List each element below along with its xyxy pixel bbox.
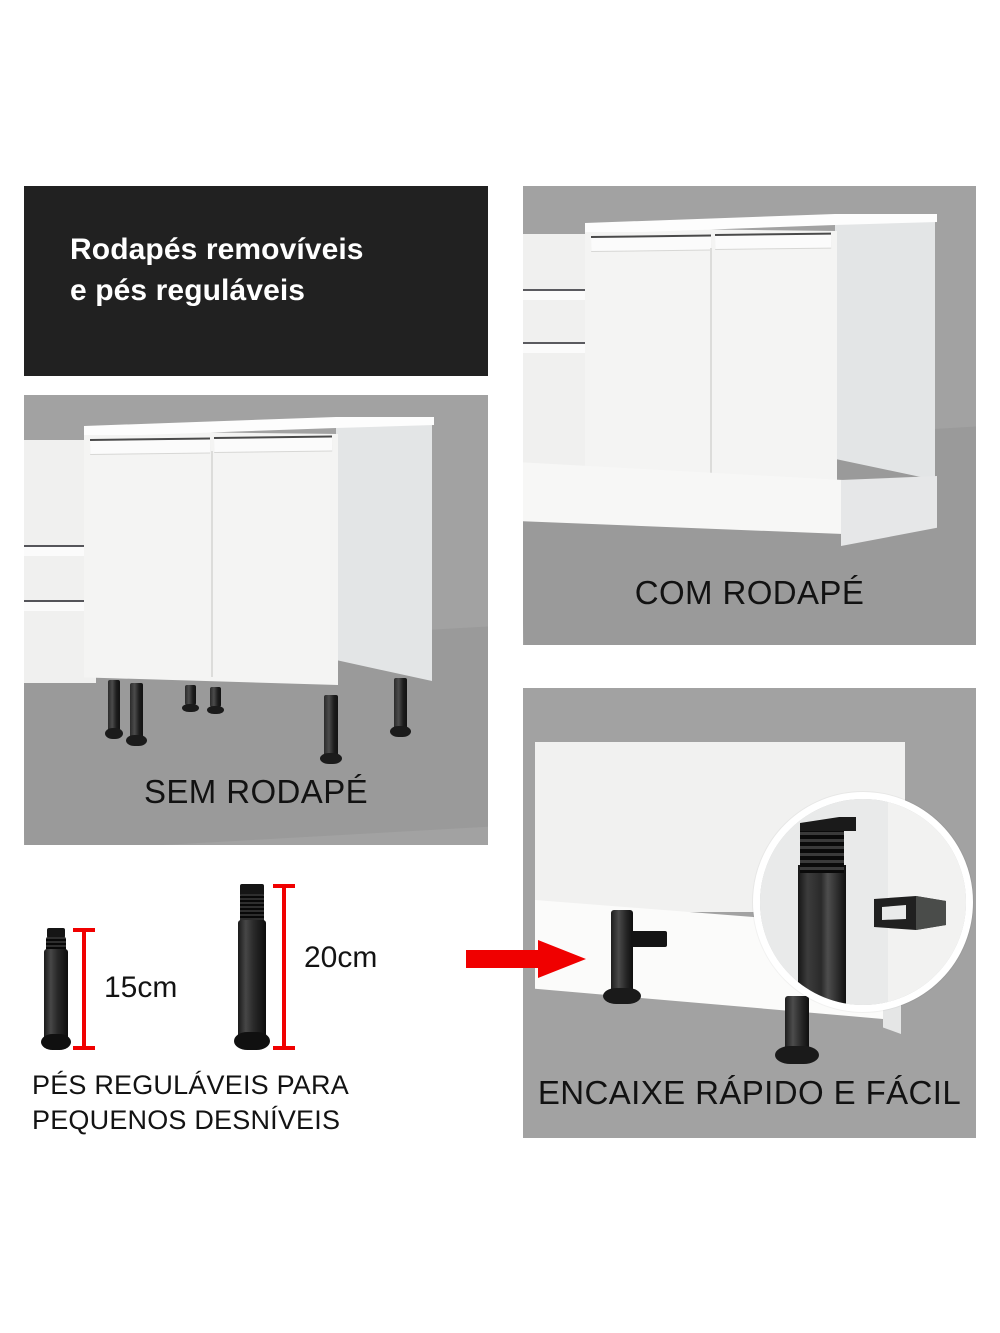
leg-20cm-base: [234, 1032, 270, 1050]
leg-20cm-graphic: [234, 884, 270, 1050]
magnified-clip-bracket: [872, 895, 948, 931]
leg-front-shaft: [611, 910, 633, 996]
magnified-leg-shaft: [798, 865, 846, 1005]
leg-front-foot: [603, 988, 641, 1004]
title-line-2: e pés reguláveis: [70, 273, 306, 307]
legs-figure: 15cm 20cm PÉS REGULÁVEIS PARA PEQUENOS D…: [24, 868, 488, 1158]
leg-15cm-base: [40, 1034, 72, 1050]
cabinet-handle-left: [90, 437, 211, 454]
clip-icon: [874, 896, 946, 930]
cabinet-leg-rear-1: [104, 680, 124, 739]
cabinet-leg-back-1: [181, 685, 200, 712]
arrow-right-icon: [466, 940, 586, 978]
legs-caption-line-1: PÉS REGULÁVEIS PARA: [32, 1070, 349, 1100]
caption-sem-rodape: SEM RODAPÉ: [143, 773, 369, 810]
legs-caption: PÉS REGULÁVEIS PARA PEQUENOS DESNÍVEIS: [32, 1068, 496, 1137]
dimension-line-15cm: [73, 928, 95, 1050]
leg-15cm-cap: [47, 928, 65, 938]
cabinet-handle-right: [715, 232, 832, 249]
cabinet-side-panel: [835, 216, 935, 480]
cabinet-com-rodape: [585, 214, 945, 486]
panel-encaixe: ENCAIXE RÁPIDO E FÁCIL: [523, 688, 976, 1138]
caption-encaixe: ENCAIXE RÁPIDO E FÁCIL: [537, 1074, 962, 1111]
leg-15cm-graphic: [40, 928, 72, 1050]
leg-15cm-shaft: [44, 949, 68, 1041]
cabinet-sem-rodape: [84, 417, 444, 685]
plinth-clip-bracket: [631, 931, 667, 947]
leg-rear-shaft: [785, 996, 809, 1054]
title-text: Rodapés removíveis e pés reguláveis: [70, 230, 470, 311]
cabinet-leg-front-1: [320, 695, 342, 764]
dimension-label-15cm: 15cm: [104, 971, 178, 1004]
title-block: Rodapés removíveis e pés reguláveis: [24, 186, 488, 376]
cabinet-side-panel: [336, 419, 432, 681]
neighbor-drawer-unit: [523, 234, 595, 474]
cabinet-leg-rear-2: [126, 683, 147, 746]
neighbor-drawer-line-2: [523, 342, 595, 353]
neighbor-drawer-line-1: [24, 545, 96, 556]
cabinet-door-split: [211, 451, 213, 677]
neighbor-drawer-line-1: [523, 289, 595, 300]
magnifier-detail: [753, 792, 973, 1012]
neighbor-drawer-line-2: [24, 600, 96, 611]
red-arrow: [466, 940, 586, 978]
panel-com-rodape: COM RODAPÉ: [523, 186, 976, 645]
cabinet-leg-front-2: [390, 678, 411, 737]
leg-rear-foot: [775, 1046, 819, 1064]
caption-com-rodape: COM RODAPÉ: [634, 574, 865, 611]
cabinet-handle-left: [591, 234, 712, 251]
magnified-leg-thread: [800, 825, 844, 873]
panel-sem-rodape: SEM RODAPÉ: [24, 395, 488, 845]
leg-15cm-thread: [45, 937, 67, 951]
title-line-1: Rodapés removíveis: [70, 233, 364, 266]
legs-caption-line-2: PEQUENOS DESNÍVEIS: [32, 1104, 341, 1135]
dimension-line-20cm: [273, 884, 295, 1050]
leg-20cm-shaft: [238, 920, 266, 1038]
cabinet-handle-right: [214, 435, 333, 452]
cabinet-door-split: [710, 248, 712, 478]
dimension-label-20cm: 20cm: [304, 941, 378, 974]
leg-20cm-cap: [240, 884, 264, 896]
cabinet-leg-back-2: [206, 687, 225, 714]
leg-20cm-thread: [240, 894, 264, 922]
